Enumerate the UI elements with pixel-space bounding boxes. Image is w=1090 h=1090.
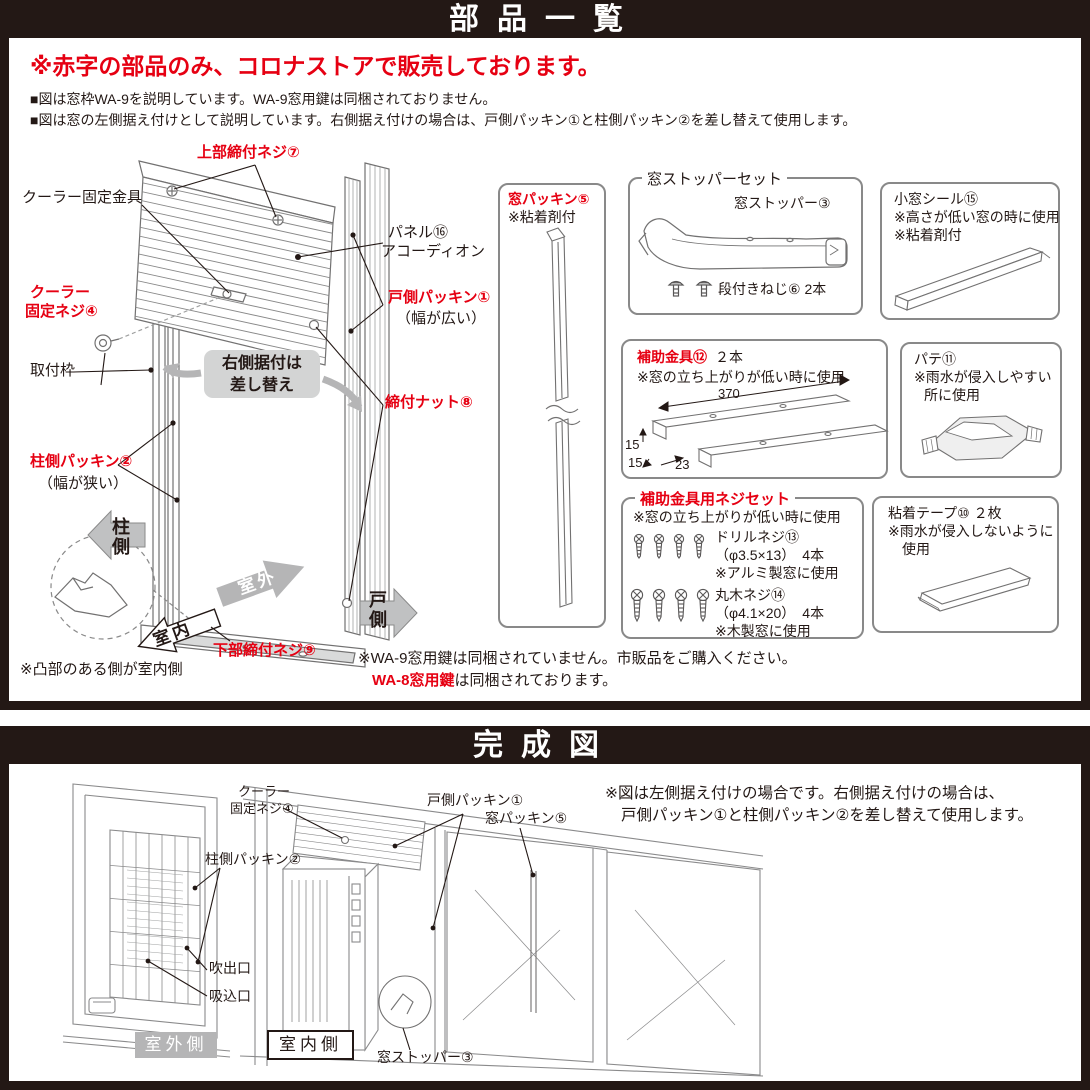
parts-note-1: ■図は窓枠WA-9を説明しています。WA-9窓用鍵は同梱されておりません。 — [30, 91, 497, 107]
screw-set-box: 補助金具用ネジセット ※窓の立ち上がりが低い時に使用 ドリルネジ⑬ （φ3.5×… — [621, 488, 864, 639]
seal-note-2: ※粘着剤付 — [894, 227, 962, 243]
indoor-side-tag: 室内側 — [267, 1030, 354, 1060]
pillar-side-arrow-label: 柱側 — [110, 517, 130, 557]
outdoor-side-tag: 室外側 — [135, 1032, 217, 1058]
label-mount-frame: 取付枠 — [30, 362, 76, 379]
finished-view-drawing — [62, 783, 764, 1077]
window-packing-drawing — [545, 227, 581, 608]
window-stopper-set-box: 窓ストッパーセット 窓ストッパー③ 段付きねじ⑥ 2本 — [628, 168, 863, 315]
window-stopper-drawing — [638, 218, 848, 297]
drill-screw-note: ※アルミ製窓に使用 — [715, 565, 839, 581]
swap-note-line1: 右側据付は — [221, 355, 302, 372]
leader-lines — [72, 164, 384, 642]
finished-note-1: ※図は左側据え付けの場合です。右側据え付けの場合は、 — [605, 785, 1004, 802]
swap-note-line2: 差し替え — [229, 376, 294, 394]
key-note-2: WA-8窓用鍵は同梱されております。 — [372, 672, 617, 691]
dim-h2: 15 — [628, 455, 643, 470]
label-tighten-nut: 締付ナット⑧ — [385, 394, 473, 411]
wood-screw-icon — [630, 588, 644, 622]
wood-screw-size: （φ4.1×20） 4本 — [715, 605, 825, 621]
wood-screw-icon — [674, 588, 688, 622]
label-pillar-packing: 柱側パッキン② — [30, 453, 133, 470]
screw-set-drawing — [630, 533, 710, 622]
parts-headline: ※赤字の部品のみ、コロナストアで販売しております。 — [30, 53, 601, 79]
label-lower-screw: 下部締付ネジ⑨ — [213, 642, 316, 659]
aux-bracket-qty: ２本 — [715, 349, 743, 365]
fin-window-packing: 窓パッキン⑤ — [485, 810, 568, 826]
label-protrusion-note: ※凸部のある側が室内側 — [20, 661, 183, 678]
wood-screw-note: ※木製窓に使用 — [715, 623, 811, 639]
putty-note-1: ※雨水が侵入しやすい — [914, 369, 1052, 385]
window-packing-title: 窓パッキン⑤ — [508, 191, 590, 207]
stopper-box-legend: 窓ストッパーセット — [642, 168, 788, 189]
aux-bracket-box: 補助金具⑫ ２本 ※窓の立ち上がりが低い時に使用 370 15 15 23 — [621, 339, 889, 479]
tape-note-2: 使用 — [902, 541, 930, 557]
putty-note-2: 所に使用 — [924, 387, 980, 403]
stepped-screw-label: 段付きねじ⑥ 2本 — [718, 281, 827, 297]
finished-note-2: 戸側パッキン①と柱側パッキン②を差し替えて使用します。 — [621, 807, 1034, 824]
wood-screw-icon — [652, 588, 666, 622]
fin-outlet: 吹出口 — [209, 960, 251, 976]
aux-bracket-drawing — [639, 374, 889, 468]
swap-note-bubble: 右側据付は 差し替え — [204, 350, 320, 398]
label-pillar-packing-sub: （幅が狭い） — [38, 475, 129, 492]
key-note-2-rest: は同梱されております。 — [454, 672, 618, 689]
seal-drawing — [894, 247, 1051, 311]
drill-screw-name: ドリルネジ⑬ — [715, 529, 799, 545]
wood-screw-icon — [696, 588, 710, 622]
label-door-packing-sub: （幅が広い） — [396, 310, 487, 327]
seal-title: 小窓シール⑮ — [894, 191, 978, 207]
drill-screw-icon — [673, 533, 685, 559]
label-cooler-screw-2: 固定ネジ④ — [25, 303, 98, 320]
label-upper-screw: 上部締付ネジ⑦ — [197, 144, 300, 161]
direction-arrows — [87, 363, 418, 653]
fin-pillar-packing: 柱側パッキン② — [205, 851, 302, 867]
drill-screw-icon — [693, 533, 705, 559]
aux-bracket-title: 補助金具⑫ — [637, 349, 707, 365]
screw-set-legend: 補助金具用ネジセット — [635, 488, 796, 509]
aux-bracket-note: ※窓の立ち上がりが低い時に使用 — [637, 369, 845, 385]
label-cooler-screw-1: クーラー — [30, 284, 91, 301]
wood-screw-name: 丸木ネジ⑭ — [715, 587, 785, 603]
label-door-packing: 戸側パッキン① — [388, 289, 491, 306]
fin-cooler-screw-2: 固定ネジ④ — [230, 801, 294, 816]
dim-h1: 15 — [625, 437, 640, 452]
label-panel-1: パネル⑯ — [388, 224, 449, 241]
putty-drawing — [921, 415, 1043, 461]
window-packing-note: ※粘着剤付 — [508, 209, 576, 225]
finished-title-text: 完成図 — [473, 729, 617, 762]
fin-window-stopper: 窓ストッパー③ — [377, 1049, 474, 1065]
stopper-label: 窓ストッパー③ — [734, 195, 831, 211]
parts-title-text: 部品一覧 — [449, 3, 641, 36]
key-note-2-red: WA-8窓用鍵 — [372, 672, 455, 689]
small-window-seal-box: 小窓シール⑮ ※高さが低い窓の時に使用 ※粘着剤付 — [880, 182, 1060, 320]
label-panel-2: アコーディオン — [381, 243, 485, 260]
key-note-1: ※WA-9窓用鍵は同梱されていません。市販品をご購入ください。 — [358, 650, 797, 667]
fin-inlet: 吸込口 — [209, 988, 251, 1004]
stepped-screw-icon — [668, 280, 684, 297]
tape-title: 粘着テープ⑩ ２枚 — [888, 505, 1002, 521]
installation-diagram-drawing — [50, 160, 418, 668]
finished-section-title: 完成図 — [0, 726, 1090, 764]
fin-cooler-screw-1: クーラー — [238, 784, 291, 799]
label-cooler-bracket: クーラー固定金具 — [22, 189, 143, 206]
door-side-arrow-label: 戸側 — [367, 590, 387, 630]
fin-door-packing: 戸側パッキン① — [427, 792, 524, 808]
putty-title: パテ⑪ — [914, 351, 956, 367]
seal-note-1: ※高さが低い窓の時に使用 — [894, 209, 1060, 225]
screw-set-note: ※窓の立ち上がりが低い時に使用 — [633, 509, 841, 525]
drill-screw-size: （φ3.5×13） 4本 — [715, 547, 825, 563]
tape-drawing — [917, 567, 1032, 612]
putty-box: パテ⑪ ※雨水が侵入しやすい 所に使用 — [900, 342, 1062, 478]
window-packing-box: 窓パッキン⑤ ※粘着剤付 — [498, 183, 606, 628]
tape-box: 粘着テープ⑩ ２枚 ※雨水が侵入しないように 使用 — [872, 496, 1059, 633]
parts-note-2: ■図は窓の左側据え付けとして説明しています。右側据え付けの場合は、戸側パッキン①… — [30, 112, 857, 128]
drill-screw-icon — [633, 533, 645, 559]
parts-section-title: 部品一覧 — [0, 0, 1090, 38]
drill-screw-icon — [653, 533, 665, 559]
stepped-screw-icon — [696, 280, 712, 297]
tape-note-1: ※雨水が侵入しないように — [888, 523, 1054, 539]
